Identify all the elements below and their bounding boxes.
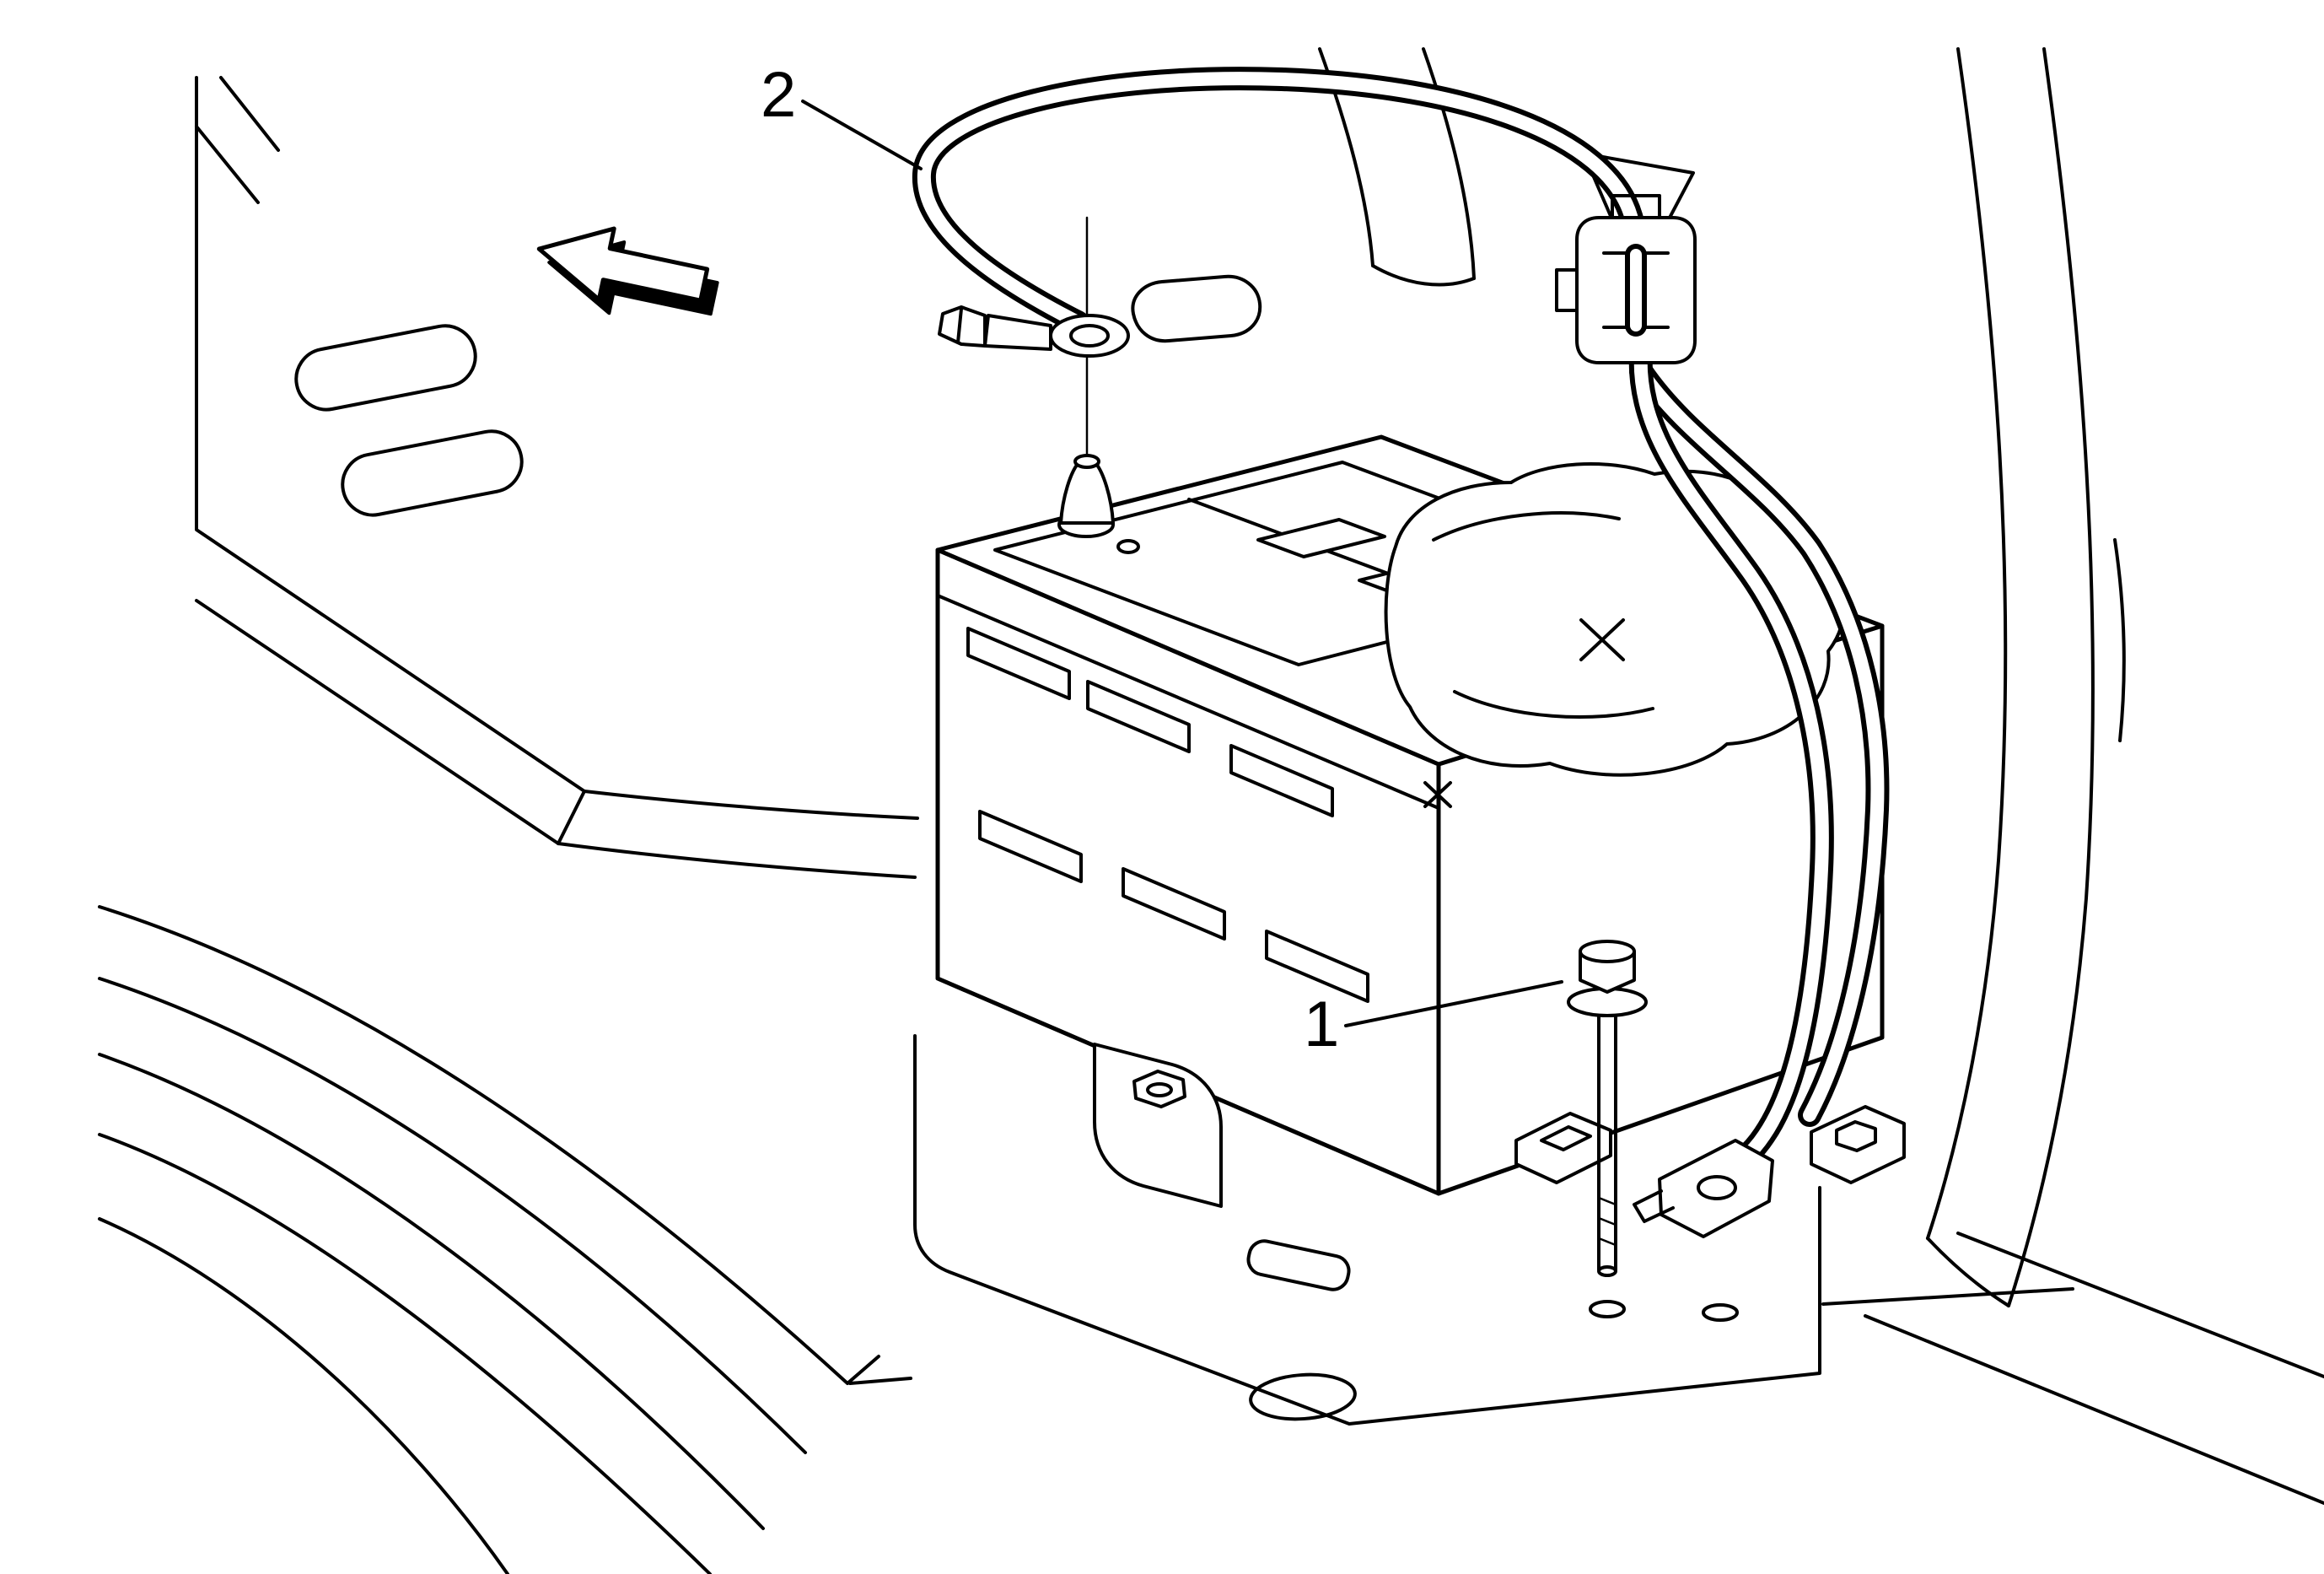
floor-edge [1821,1287,2074,1306]
hold-down-bolt [1567,940,1648,1277]
label-slot [978,810,1083,883]
floor-curve [98,1217,509,1574]
clip-side-tab [1555,268,1579,312]
panel-edge [557,790,586,845]
tray-slot [1246,1239,1351,1291]
callout-1-label: 1 [1304,989,1339,1060]
callout-1-leader-line [1344,980,1563,1027]
pillar-inner-line [2113,538,2126,742]
tray-outline [913,1034,1821,1426]
callout-1: 1 [1304,980,1563,1060]
floor-panel-left [98,905,880,1574]
panel-edge [1371,264,1476,287]
clip-tab [1611,194,1661,219]
body-panel-left [195,76,919,879]
battery-tray [913,1034,1821,1426]
bolt-head-top [1579,940,1636,963]
panel-fold-line [195,125,260,204]
floor-panel [848,1232,2324,1505]
callout-2: 2 [761,59,923,170]
floor-edge [848,1377,912,1385]
clamp-bolt-edge [956,307,963,344]
label-slot [1086,680,1191,753]
battery-negative-terminal [1057,216,1115,538]
cable-retainer-clip [1555,194,1697,364]
label-slot [1122,867,1226,941]
pillar-edge [1926,47,2008,1240]
bolt-tip [1597,1265,1617,1277]
tray-stud-hole [1702,1303,1739,1322]
direction-arrow-icon [536,226,719,316]
terminal-cone [1059,462,1115,525]
clamp-ring-hole [1069,324,1110,348]
panel-edge [195,76,586,793]
panel-edge [557,842,917,879]
floor-curve [98,977,807,1454]
tray-bracket [1093,1043,1223,1208]
fuse-block-detail [1432,511,1621,542]
panel-slot [341,429,524,517]
floor-curve [98,1053,765,1530]
panel-edge [1422,47,1476,280]
clamp-body [983,314,1052,351]
tray-nut-top [1146,1082,1173,1097]
eyelet-hole [1697,1175,1737,1200]
body-panel-right [1926,47,2126,1307]
floor-curve [98,905,880,1385]
tray-bolt-hole [1589,1300,1626,1318]
arrow-body [536,226,710,303]
label-slot [1265,930,1369,1003]
eyelet-slot [1633,1189,1675,1223]
clamp-tab [1131,274,1262,343]
hold-down-retainer [1514,1112,1612,1184]
cable-terminal-clamp [938,274,1262,358]
tray-right-nut [1835,1120,1877,1152]
retainer-slot [1540,1125,1592,1151]
pillar-edge [2007,47,2095,1307]
bolt-shaft [1597,1007,1617,1271]
floor-edge [1864,1314,2324,1505]
floor-curve [98,1133,712,1574]
battery-tray-front [1093,1043,1906,1291]
label-slot [966,627,1071,700]
panel-slot [294,324,477,412]
cable-strand-core [1634,364,1885,1122]
panel-edge [583,790,919,820]
top-detail-circle [1116,539,1140,554]
terminal-cap [1073,454,1100,469]
bolt-threads [1597,1196,1617,1247]
x-mark [1579,618,1625,661]
battery-top-lip [936,594,1440,810]
floor-edge [1956,1232,2324,1378]
x-mark-small [1423,781,1452,808]
panel-edge [195,599,560,845]
clamp-bolt [938,305,987,348]
panel-fold-line [219,76,280,152]
pillar-edge [1926,1237,2010,1307]
ground-eyelet [1633,1139,1774,1238]
floor-hole [1249,1372,1357,1421]
callout-2-label: 2 [761,59,796,131]
fuse-block-detail [1453,690,1654,720]
callout-2-leader-line [801,100,923,170]
label-slot [1229,744,1334,817]
vent-cap [1256,518,1386,558]
